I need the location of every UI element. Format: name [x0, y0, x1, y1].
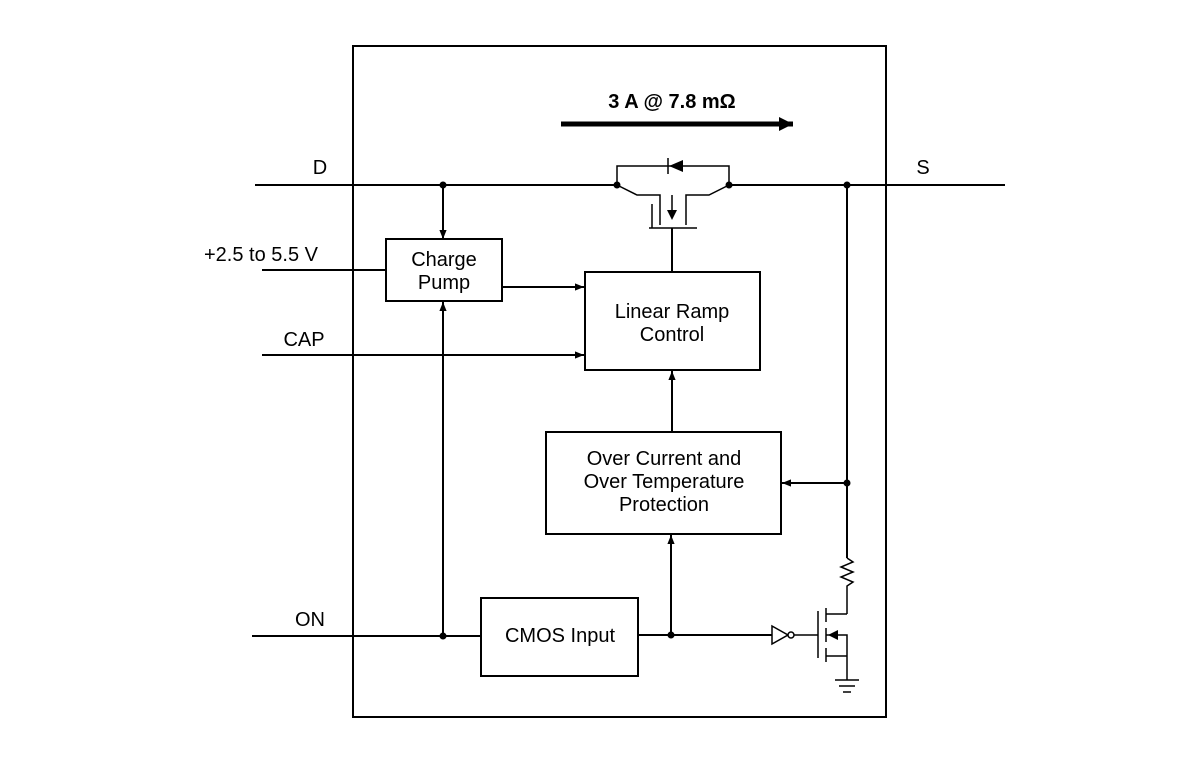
current-rating-label: 3 A @ 7.8 mΩ — [608, 91, 735, 113]
linear-ramp-label-line1: Linear Ramp — [615, 301, 730, 323]
chip-outline — [352, 45, 887, 718]
protection-label-line1: Over Current and — [587, 448, 742, 470]
linear-ramp-label-line2: Control — [640, 324, 704, 346]
pin-label-d: D — [313, 157, 327, 179]
inverter-symbol — [771, 624, 795, 646]
charge-pump-label-line2: Pump — [418, 272, 470, 294]
pin-label-on: ON — [295, 609, 325, 631]
charge-pump-label-line1: Charge — [411, 249, 477, 271]
discharge-mosfet — [794, 608, 848, 680]
power-mosfet — [613, 158, 733, 229]
protection-block — [545, 431, 782, 535]
linear-ramp-control-block — [584, 271, 761, 371]
protection-label-line2: Over Temperature — [584, 471, 745, 493]
ground-symbol — [835, 679, 859, 693]
resistor-symbol — [839, 557, 855, 614]
cmos-input-label: CMOS Input — [505, 625, 615, 647]
pin-label-s: S — [916, 157, 929, 179]
cmos-input-block — [480, 597, 639, 677]
protection-label-line3: Protection — [619, 494, 709, 516]
pin-label-cap: CAP — [283, 329, 324, 351]
pin-label-supply: +2.5 to 5.5 V — [204, 244, 319, 266]
